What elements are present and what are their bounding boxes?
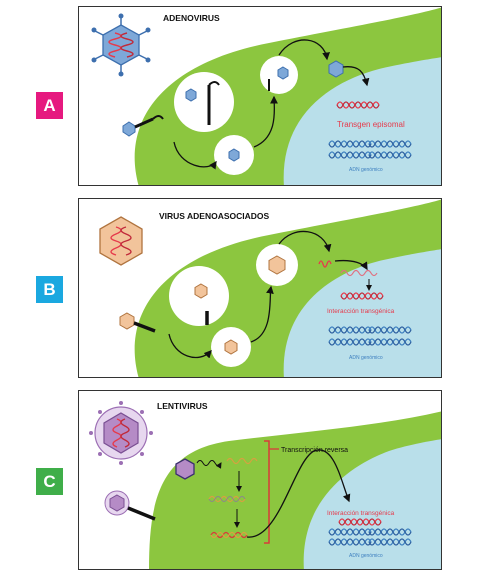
panel-lentivirus: LENTIVIRUS <box>78 390 442 570</box>
virus-binding <box>104 490 156 521</box>
genome-label: ADN genómico <box>349 355 383 361</box>
panel-aav: VIRUS ADENOASOCIADOS <box>78 198 442 378</box>
panel-adenovirus: ADENOVIRUS <box>78 6 442 186</box>
panel-title: LENTIVIRUS <box>157 401 208 411</box>
transgene-label: Interacción transgénica <box>327 510 395 517</box>
panel-c-badge: C <box>36 468 63 495</box>
nucleus <box>283 57 441 185</box>
endosome <box>174 72 234 132</box>
panel-title: VIRUS ADENOASOCIADOS <box>159 211 270 221</box>
nucleus <box>303 439 441 569</box>
panel-a-badge: A <box>36 92 63 119</box>
adenovirus-icon <box>91 13 151 77</box>
panel-title: ADENOVIRUS <box>163 13 220 23</box>
virus-binding <box>119 312 156 333</box>
lentivirus-icon <box>89 401 153 465</box>
genome-label: ADN genómico <box>349 553 383 559</box>
capsid-at-pore <box>328 60 344 78</box>
released-genome <box>318 260 332 268</box>
transgene-label: Interacción transgénica <box>327 308 395 315</box>
aav-icon <box>99 216 143 266</box>
transgene-label: Transgen episomal <box>337 120 405 129</box>
capsid-in-cytoplasm <box>175 458 195 480</box>
virus-binding <box>122 115 164 137</box>
panel-b-badge: B <box>36 276 63 303</box>
genome-label: ADN genómico <box>349 167 383 173</box>
